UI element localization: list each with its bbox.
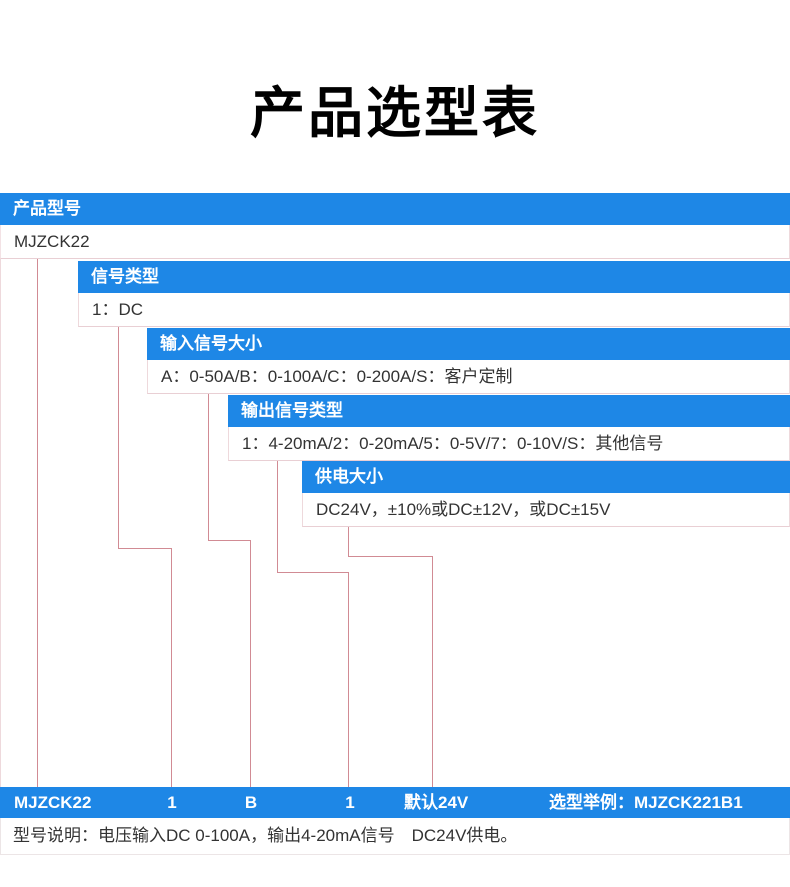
connector-left-edge-line [0, 259, 1, 787]
section-value-power-supply: DC24V，±10%或DC±12V，或DC±15V [302, 493, 790, 527]
summary-example: 选型举例：MJZCK221B1 [549, 793, 743, 812]
section-header-input-signal-size: 输入信号大小 [147, 328, 790, 360]
connector-power-drop [348, 527, 349, 556]
section-signal-type: 信号类型 1：DC [78, 261, 790, 327]
connector-input-size-tail [250, 540, 251, 787]
section-product-model: 产品型号 MJZCK22 [0, 193, 790, 259]
page-title: 产品选型表 [249, 82, 540, 144]
connector-output-type-jog [277, 572, 349, 573]
summary-output-type-code: 1 [345, 793, 355, 812]
connector-input-size-drop [208, 394, 209, 540]
section-value-output-signal-type: 1：4-20mA/2：0-20mA/5：0-5V/7：0-10V/S：其他信号 [228, 427, 790, 461]
section-header-power-supply: 供电大小 [302, 461, 790, 493]
connector-signal-type-tail [171, 548, 172, 787]
connector-input-size-jog [208, 540, 251, 541]
section-value-product-model: MJZCK22 [0, 225, 790, 259]
section-power-supply: 供电大小 DC24V，±10%或DC±12V，或DC±15V [302, 461, 790, 527]
section-input-signal-size: 输入信号大小 A：0-50A/B：0-100A/C：0-200A/S：客户定制 [147, 328, 790, 394]
connector-power-jog [348, 556, 433, 557]
summary-bar: MJZCK22 1 B 1 默认24V 选型举例：MJZCK221B1 [0, 787, 790, 818]
summary-signal-type-code: 1 [167, 793, 177, 812]
connector-signal-type-drop [118, 327, 119, 548]
connector-product-model-line [37, 259, 38, 787]
summary-power-code: 默认24V [404, 793, 469, 812]
connector-power-tail [432, 556, 433, 787]
section-output-signal-type: 输出信号类型 1：4-20mA/2：0-20mA/5：0-5V/7：0-10V/… [228, 395, 790, 461]
section-header-product-model: 产品型号 [0, 193, 790, 225]
model-explanation-note: 型号说明：电压输入DC 0-100A，输出4-20mA信号 DC24V供电。 [0, 818, 790, 855]
section-value-signal-type: 1：DC [78, 293, 790, 327]
connector-output-type-tail [348, 572, 349, 787]
summary-model: MJZCK22 [14, 793, 92, 812]
section-header-output-signal-type: 输出信号类型 [228, 395, 790, 427]
connector-output-type-drop [277, 461, 278, 572]
summary-input-size-code: B [244, 793, 258, 812]
section-value-input-signal-size: A：0-50A/B：0-100A/C：0-200A/S：客户定制 [147, 360, 790, 394]
connector-signal-type-jog [118, 548, 172, 549]
section-header-signal-type: 信号类型 [78, 261, 790, 293]
